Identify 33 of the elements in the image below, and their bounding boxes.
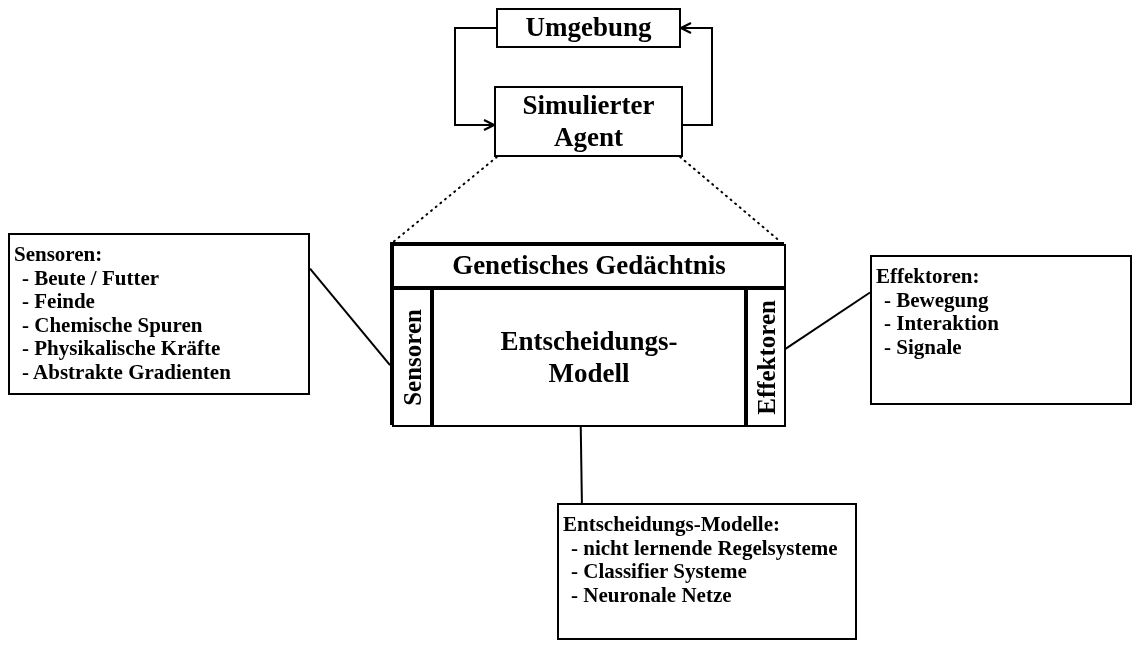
arrow [454,27,497,132]
process-box [496,8,681,48]
list-box [557,503,857,640]
process-box [432,288,746,427]
list-item: - Interaktion [883,312,1000,336]
connector-line [309,267,391,367]
dotted-line [392,156,498,243]
list-heading: Sensoren: [14,243,104,267]
node-label: Simulierter Agent [521,90,656,153]
list-item: - Abstrakte Gradienten [21,360,232,385]
side-strip [392,288,432,427]
node-label: Effektoren [753,300,779,415]
node-label: Entscheidungs- Modell [499,326,679,389]
list-heading: Entscheidungs-Modelle: [563,513,781,537]
list-item: - nicht lernende Regelsysteme [571,536,839,561]
agent-frame [390,242,784,425]
node-label: Sensoren [399,309,425,406]
list-item: - Physikalische Kräfte [21,337,222,361]
list-item: - Classifier Systeme [570,560,747,584]
node-label: Umgebung [524,12,653,44]
list-item: - Chemische Spuren [21,313,204,338]
node-label: Genetisches Gedächtnis [451,250,727,282]
list-box [8,233,310,395]
list-item: - Beute / Futter [21,266,161,291]
list-item: - Signale [883,335,963,360]
list-box [870,255,1132,405]
side-strip [746,288,786,427]
list-item: - Neuronale Netze [570,583,732,608]
process-box [392,244,786,288]
list-item: - Bewegung [883,288,990,313]
list-item: - Feinde [21,290,96,314]
process-box [494,86,683,157]
list-heading: Effektoren: [876,265,981,289]
